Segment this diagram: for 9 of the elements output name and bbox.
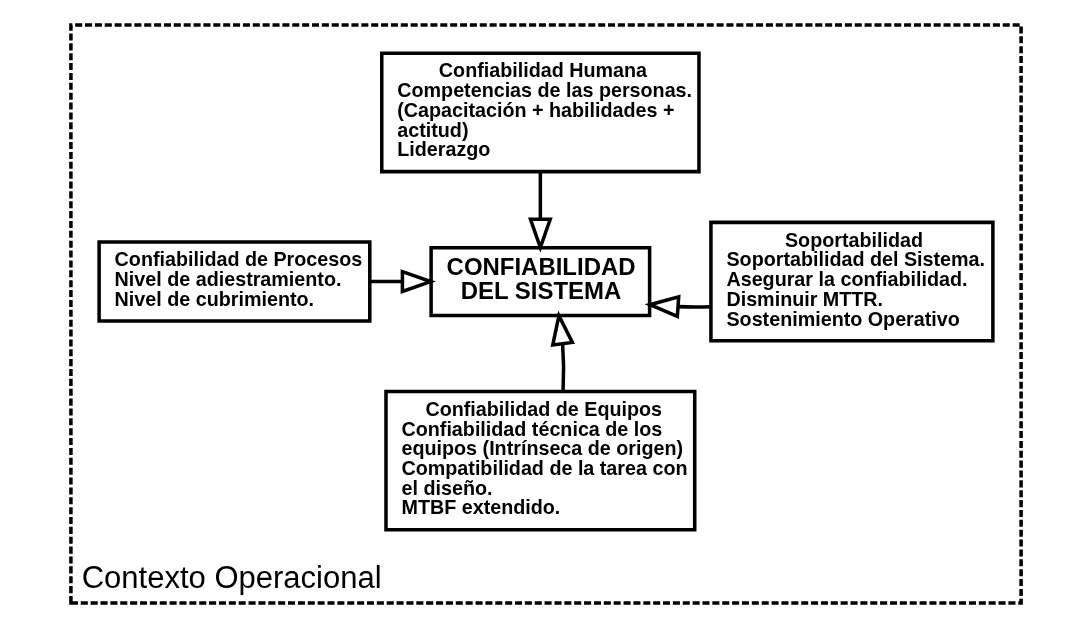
arrow (644, 294, 711, 320)
node-box: Confiabilidad Humana Competencias de las personas. (Capacitación + habilidades + actitud) Liderazgo (380, 51, 701, 174)
node-box: CONFIABILIDAD DEL SISTEMA (429, 246, 652, 318)
node-box: Soportabilidad Soportabilidad del Sistema. Asegurar la confiabilidad. Disminuir MTTR. Sostenimiento Operativo (709, 220, 995, 343)
arrow (528, 172, 553, 253)
arrow (550, 310, 576, 392)
node-box: Confiabilidad de Equipos Confiabilidad técnica de los equipos (Intrínseca de origen) Compatibilidad de la tarea con el diseño. MTBF extendido. (384, 389, 697, 532)
node-box: Confiabilidad de Procesos Nivel de adiestramiento. Nivel de cubrimiento. (97, 240, 372, 323)
arrow (370, 269, 436, 294)
